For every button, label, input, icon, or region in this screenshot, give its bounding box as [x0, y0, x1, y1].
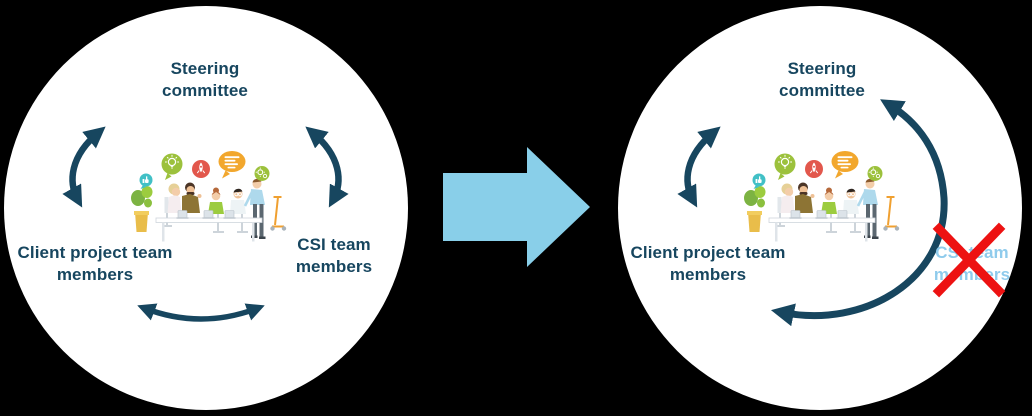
right-client-project-label: Client project team members — [630, 243, 786, 284]
arrow-left-steering-client — [62, 126, 106, 208]
right-steering-committee-label: Steering committee — [779, 59, 865, 100]
team-illustration-left — [129, 149, 288, 243]
left-csi-team-label: CSI team members — [295, 235, 373, 276]
arrow-right-client-steering-bypass — [770, 99, 948, 327]
arrow-left-client-csi — [137, 303, 265, 322]
arrow-right-steering-client — [677, 126, 721, 208]
team-illustration-right — [742, 149, 901, 243]
left-client-project-label: Client project team members — [17, 243, 173, 284]
left-steering-committee-label: Steering committee — [162, 59, 248, 100]
red-cross-icon — [932, 222, 1006, 298]
transition-block-arrow-icon — [443, 147, 590, 267]
arrow-left-steering-csi — [305, 126, 349, 208]
left-circle — [4, 6, 408, 410]
